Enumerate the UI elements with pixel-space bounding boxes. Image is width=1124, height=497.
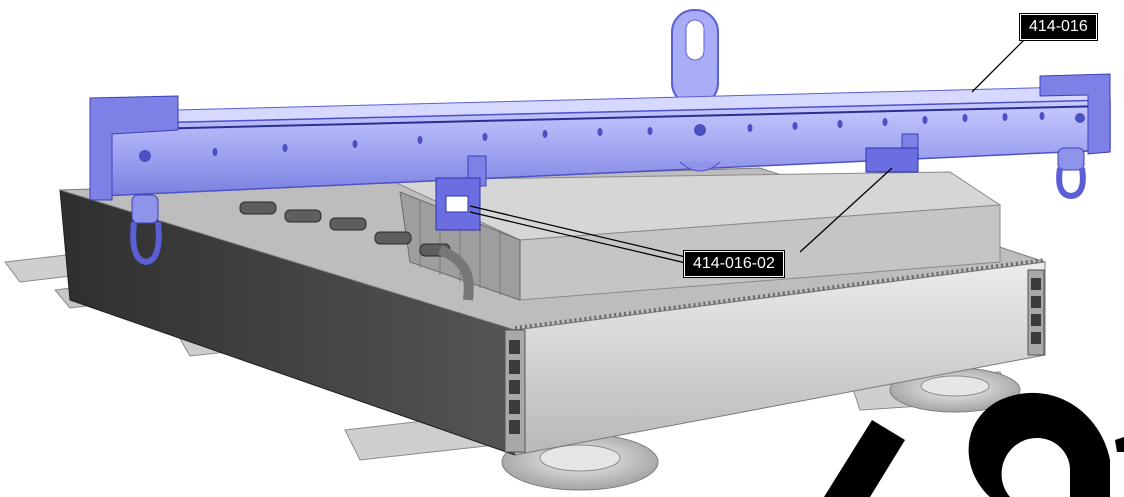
- cable-connectors: [239, 201, 451, 257]
- right-shackle: [1056, 147, 1086, 200]
- watermark-logo: [824, 392, 1124, 497]
- left-shackle: [130, 194, 162, 266]
- clamp-bracket-right: [865, 133, 919, 173]
- clamp-bracket-left: [435, 155, 487, 231]
- callout-part-414-016-02: 414-016-02: [683, 250, 785, 278]
- leader-lines: [469, 35, 1029, 265]
- callout-part-414-016: 414-016: [1019, 13, 1098, 41]
- lifting-beam: [89, 9, 1111, 266]
